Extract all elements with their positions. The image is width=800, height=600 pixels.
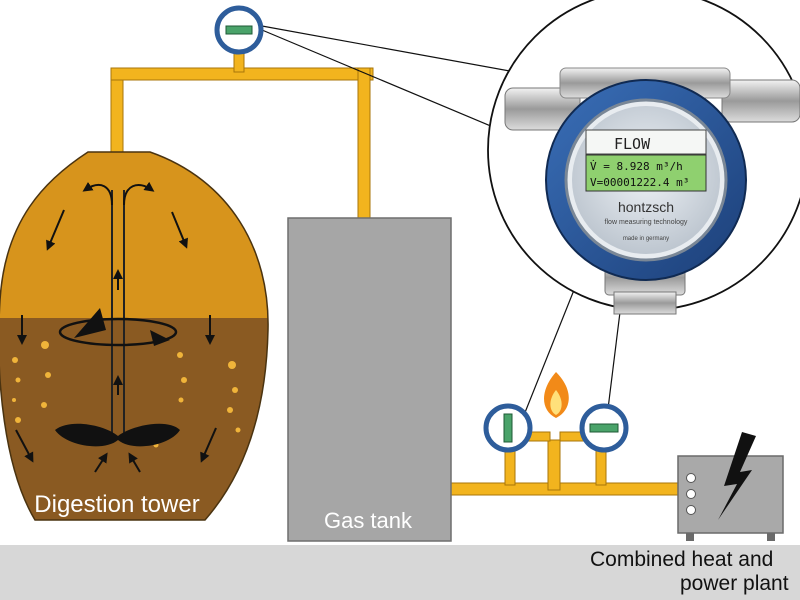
- lightning-icon: [718, 432, 756, 520]
- meter-origin: made in germany: [623, 236, 669, 242]
- meter-brand: hontzsch: [618, 199, 674, 215]
- tower-mixer: [55, 190, 180, 447]
- gauge-top: [214, 5, 264, 55]
- digestion-tower-label: Digestion tower: [34, 491, 199, 518]
- gas-tank-label: Gas tank: [324, 508, 413, 533]
- meter-tagline: flow measuring technology: [605, 219, 688, 226]
- chp-unit: [677, 432, 784, 541]
- flame-icon: [544, 372, 569, 418]
- gauge-lower-left: [483, 403, 533, 453]
- gas-tank: [287, 217, 452, 542]
- chp-label-line2: power plant: [680, 572, 789, 595]
- meter-display-title: FLOW: [614, 135, 651, 153]
- ground-strip: [0, 545, 800, 600]
- meter-volume-readout: V=00001222.4 m³: [590, 176, 689, 189]
- meter-flow-readout: V̇ = 8.928 m³/h: [590, 160, 683, 173]
- digestion-tower: [0, 152, 269, 520]
- chp-label-line1: Combined heat and: [590, 548, 773, 571]
- callout-lines: [261, 25, 621, 426]
- gas-pipes: [110, 49, 681, 496]
- gauge-lower-right: [579, 403, 629, 453]
- flow-arrows: [15, 181, 217, 473]
- meter-magnifier: [487, 0, 800, 315]
